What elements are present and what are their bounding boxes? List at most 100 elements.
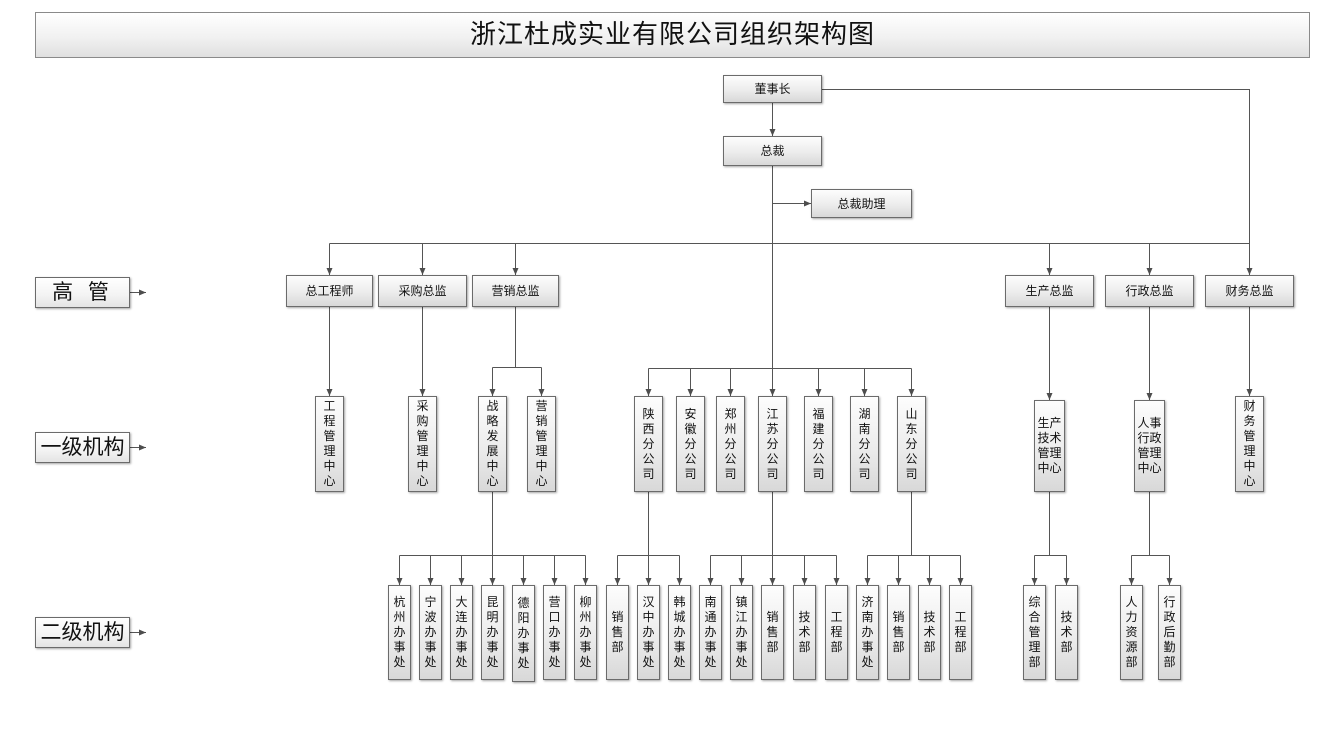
label-line: 司 (858, 466, 871, 481)
label-line: 合 (1028, 610, 1041, 624)
label-line: 处 (517, 656, 530, 670)
label-line: 江 (766, 406, 779, 421)
label-line: 分 (642, 436, 655, 451)
label-line: 销 (766, 610, 779, 624)
label-line: 人事 (1137, 416, 1162, 430)
label-line: 勤 (1163, 640, 1176, 654)
node-label: 生产技术管理中心 (1037, 416, 1061, 476)
label-line: 事 (517, 641, 530, 655)
node-label: 德阳办事处 (517, 596, 529, 671)
label-line: 财 (1243, 399, 1256, 413)
label-line: 韩 (673, 595, 686, 609)
label-line: 州 (724, 421, 737, 436)
label-line: 理 (1243, 444, 1256, 458)
node-office-yingkou: 营口办事处 (543, 585, 566, 680)
node-hr-logistics: 行政后勤部 (1158, 585, 1181, 680)
label-line: 办 (673, 625, 686, 639)
label-line: 波 (424, 610, 437, 624)
label-line: 心 (323, 474, 336, 488)
label-line: 管理 (1137, 446, 1162, 460)
label-line: 术 (798, 625, 811, 639)
label-line: 营 (548, 595, 561, 609)
label-line: 办 (861, 625, 874, 639)
label-line: 中 (486, 459, 499, 473)
node-label: 采购管理中心 (416, 399, 428, 489)
label-line: 西 (642, 421, 655, 436)
label-line: 分 (766, 436, 779, 451)
label-line: 技术 (1037, 431, 1062, 445)
label-line: 南 (858, 421, 871, 436)
label-line: 管理 (1037, 446, 1062, 460)
label-line: 管 (1028, 625, 1041, 639)
label-line: 管 (535, 429, 548, 443)
label-line: 办 (579, 625, 592, 639)
label-line: 司 (642, 466, 655, 481)
node-jiangsu-engineering: 工程部 (825, 585, 848, 680)
label-line: 中 (642, 610, 655, 624)
node-label: 南通办事处 (704, 595, 716, 670)
label-line: 心 (416, 474, 429, 488)
label-line: 杭 (393, 595, 406, 609)
label-line: 处 (704, 655, 717, 669)
node-label: 福建分公司 (812, 407, 824, 482)
label-line: 建 (812, 421, 825, 436)
label-line: 公 (812, 451, 825, 466)
node-procurement-center: 采购管理中心 (408, 396, 437, 492)
node-label: 宁波办事处 (424, 595, 436, 670)
label-line: 办 (455, 625, 468, 639)
node-hr-admin-center: 人事行政管理中心 (1134, 400, 1165, 492)
label-line: 理 (416, 444, 429, 458)
label-line: 售 (892, 625, 905, 639)
label-line: 心 (1243, 474, 1256, 488)
label-line: 办 (704, 625, 717, 639)
label-line: 湖 (858, 406, 871, 421)
label-line: 苏 (766, 421, 779, 436)
label-line: 源 (1125, 640, 1138, 654)
label-line: 程 (954, 625, 967, 639)
label-line: 战 (486, 399, 499, 413)
node-branch-shaanxi: 陕西分公司 (634, 396, 663, 492)
label-line: 管 (323, 429, 336, 443)
node-label: 郑州分公司 (724, 407, 736, 482)
label-line: 公 (766, 451, 779, 466)
node-label: 山东分公司 (905, 407, 917, 482)
node-office-dalian: 大连办事处 (450, 585, 473, 680)
label-line: 事 (642, 640, 655, 654)
label-line: 管 (1243, 429, 1256, 443)
node-label: 工程管理中心 (323, 399, 335, 489)
label-line: 程 (830, 625, 843, 639)
node-shandong-tech: 技术部 (918, 585, 941, 680)
node-office-liuzhou: 柳州办事处 (574, 585, 597, 680)
label-line: 公 (684, 451, 697, 466)
label-line: 资 (1125, 625, 1138, 639)
label-line: 购 (416, 414, 429, 428)
label-line: 办 (486, 625, 499, 639)
label-line: 中 (323, 459, 336, 473)
label-line: 事 (579, 640, 592, 654)
label-line: 事 (548, 640, 561, 654)
label-line: 山 (905, 406, 918, 421)
label-line: 展 (486, 444, 499, 458)
label-line: 陕 (642, 406, 655, 421)
label-line: 政 (1163, 610, 1176, 624)
node-office-zhenjiang: 镇江办事处 (730, 585, 753, 680)
node-label: 汉中办事处 (642, 595, 654, 670)
label-line: 略 (486, 414, 499, 428)
label-line: 事 (424, 640, 437, 654)
label-line: 事 (486, 640, 499, 654)
node-marketing-director: 营销总监 (472, 275, 559, 307)
node-label: 销售部 (611, 610, 623, 655)
label-line: 办 (393, 625, 406, 639)
node-engineering-center: 工程管理中心 (315, 396, 344, 492)
node-branch-anhui: 安徽分公司 (676, 396, 705, 492)
label-line: 处 (424, 655, 437, 669)
label-line: 销 (611, 610, 624, 624)
label-line: 口 (548, 610, 561, 624)
node-office-hangzhou: 杭州办事处 (388, 585, 411, 680)
label-line: 安 (684, 406, 697, 421)
node-label: 行政后勤部 (1163, 595, 1175, 670)
node-chief-engineer: 总工程师 (286, 275, 373, 307)
label-line: 办 (735, 625, 748, 639)
label-line: 处 (735, 655, 748, 669)
